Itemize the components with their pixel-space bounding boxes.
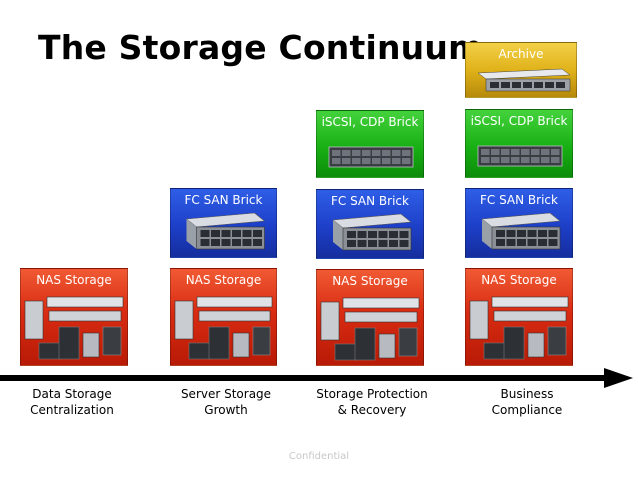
fc-san-label: FC SAN Brick [480, 193, 558, 207]
nas-storage-brick-4: NAS Storage [465, 268, 573, 366]
archive-label: Archive [498, 47, 544, 61]
fc-san-brick-2: FC SAN Brick [170, 188, 277, 258]
fc-san-brick-4: FC SAN Brick [465, 188, 573, 258]
stage-label-storage-protection-recovery: Storage Protection & Recovery [316, 387, 428, 417]
iscsi-cdp-brick-4: iSCSI, CDP Brick [465, 109, 573, 178]
nas-storage-label: NAS Storage [36, 273, 112, 287]
stage-label-server-storage-growth: Server Storage Growth [180, 387, 272, 417]
disk-array-icon [328, 146, 414, 168]
archive-server-icon [477, 68, 571, 92]
nas-storage-brick-3: NAS Storage [316, 269, 424, 366]
server-cluster-icon [469, 296, 569, 360]
stage-label-business-compliance: Business Compliance [491, 387, 563, 417]
archive-brick-4: Archive [465, 42, 577, 98]
rack-server-icon [481, 212, 561, 250]
iscsi-cdp-brick-3: iSCSI, CDP Brick [316, 110, 424, 178]
server-cluster-icon [174, 296, 273, 360]
timeline-arrow [0, 368, 633, 388]
rack-server-icon [332, 213, 412, 251]
disk-array-icon [477, 145, 563, 167]
iscsi-cdp-label: iSCSI, CDP Brick [321, 115, 419, 129]
confidential-footer: Confidential [288, 451, 350, 462]
server-cluster-icon [320, 297, 420, 361]
rack-server-icon [185, 212, 266, 250]
nas-storage-brick-1: NAS Storage [20, 268, 128, 366]
server-cluster-icon [24, 296, 124, 360]
nas-storage-label: NAS Storage [185, 273, 262, 287]
fc-san-label: FC SAN Brick [184, 193, 263, 207]
nas-storage-brick-2: NAS Storage [170, 268, 277, 366]
stage-label-data-storage-centralization: Data Storage Centralization [30, 387, 114, 417]
iscsi-cdp-label: iSCSI, CDP Brick [470, 114, 568, 128]
nas-storage-label: NAS Storage [481, 273, 557, 287]
nas-storage-label: NAS Storage [332, 274, 408, 288]
fc-san-brick-3: FC SAN Brick [316, 189, 424, 259]
fc-san-label: FC SAN Brick [331, 194, 409, 208]
slide-title: The Storage Continuum [38, 28, 483, 67]
